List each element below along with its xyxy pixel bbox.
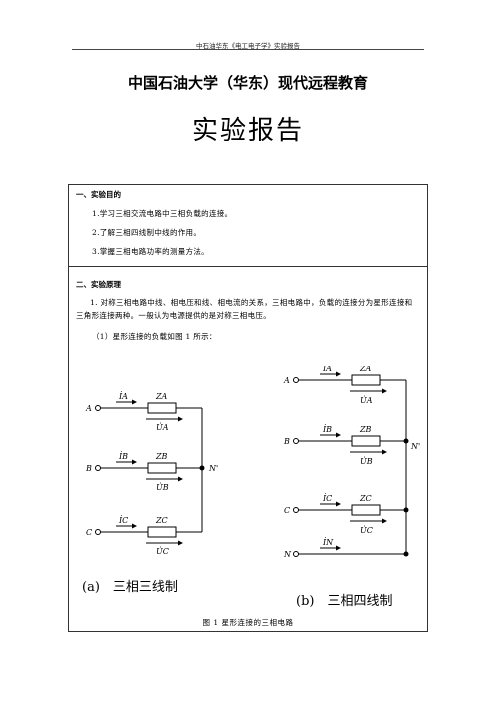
right-impedance-a: ZA: [359, 366, 372, 373]
right-voltage-b: U̇B: [360, 457, 373, 466]
purpose-item-3: 3.掌握三相电路功率的测量方法。: [92, 247, 209, 256]
star-connection-figure: A B C İA İB İC ZA ZB ZC U̇A U̇B U̇C N' A…: [82, 366, 420, 609]
right-impedance-b: ZB: [359, 425, 372, 434]
right-current-c: İC: [322, 494, 332, 503]
left-impedance-c: ZC: [155, 516, 168, 525]
right-current-b: İB: [322, 425, 332, 434]
principle-paragraph: 1. 对称三相电路中线、相电压和线、相电流的关系，三相电路中，负载的连接分为星形…: [76, 298, 413, 320]
right-current-n: İN: [322, 538, 334, 547]
right-node-b: B: [283, 437, 290, 446]
right-figure-label: (b) 三相四线制: [296, 594, 392, 609]
right-node-c: C: [284, 506, 290, 515]
left-node-b: B: [85, 464, 92, 473]
right-node-n: N: [283, 550, 292, 559]
left-node-c: C: [86, 528, 92, 537]
right-neutral-label: N': [410, 442, 420, 451]
figure-caption: 图 1 星形连接的三相电路: [202, 618, 294, 627]
left-current-c: İC: [118, 516, 128, 525]
left-neutral-label: N': [208, 464, 218, 473]
purpose-title: 一、实验目的: [76, 190, 121, 199]
report-title: 实验报告: [191, 116, 304, 146]
section-divider: [68, 266, 428, 267]
right-voltage-a: U̇A: [360, 396, 373, 405]
right-node-a: A: [283, 376, 290, 385]
right-impedance-c: ZC: [359, 494, 372, 503]
header-divider: [72, 49, 424, 50]
left-impedance-b: ZB: [155, 452, 168, 461]
left-figure-label: (a) 三相三线制: [82, 580, 178, 595]
right-voltage-c: U̇C: [360, 526, 373, 535]
page-header: 中石油华东《电工电子学》实验报告: [196, 42, 300, 50]
left-impedance-a: ZA: [155, 392, 168, 401]
left-voltage-a: U̇A: [156, 423, 169, 432]
right-circuit: [293, 373, 407, 557]
report-table: [68, 184, 428, 632]
university-name: 中国石油大学（华东）现代远程教育: [127, 74, 368, 92]
purpose-item-2: 2.了解三相四线制中线的作用。: [92, 228, 202, 237]
principle-title: 二、实验原理: [76, 280, 121, 289]
left-circuit: [95, 401, 203, 544]
left-current-b: İB: [118, 452, 128, 461]
purpose-item-1: 1.学习三相交流电路中三相负载的连接。: [92, 209, 233, 218]
left-current-a: İA: [118, 392, 128, 401]
principle-subheading: （1）星形连接的负载如图 1 所示：: [92, 332, 217, 341]
left-node-a: A: [85, 404, 92, 413]
left-voltage-c: U̇C: [156, 547, 169, 556]
left-voltage-b: U̇B: [156, 483, 169, 492]
right-current-a: İA: [322, 366, 332, 373]
